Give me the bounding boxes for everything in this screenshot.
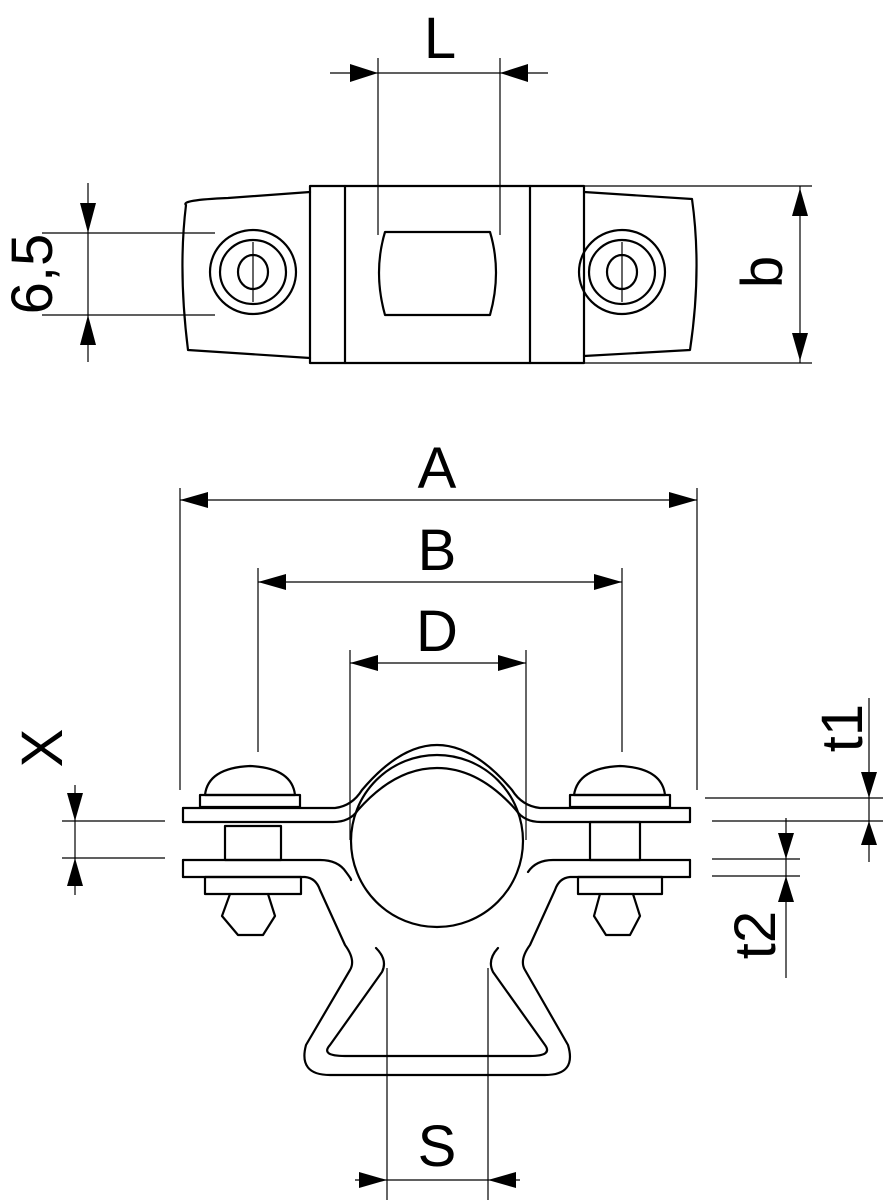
label-A: A — [418, 436, 457, 501]
label-t2: t2 — [723, 911, 788, 959]
label-t1: t1 — [810, 704, 875, 752]
label-D: D — [416, 599, 458, 664]
dimension-b: b — [584, 185, 812, 364]
top-view-part — [0, 170, 883, 380]
dimension-X: X — [10, 729, 165, 895]
dimension-D: D — [349, 599, 527, 840]
dimension-t2: t2 — [712, 818, 800, 978]
dimension-hole-spacing: 6,5 — [0, 183, 215, 362]
label-b: b — [730, 256, 795, 288]
dimension-B: B — [257, 518, 623, 752]
dimension-L: L — [330, 6, 548, 235]
dimension-A: A — [179, 436, 698, 790]
label-X: X — [10, 729, 75, 768]
dimension-S: S — [355, 968, 520, 1200]
front-view — [181, 743, 692, 1077]
label-S: S — [418, 1114, 457, 1179]
label-hole-spacing: 6,5 — [0, 234, 65, 315]
label-B: B — [418, 518, 457, 583]
dimension-t1: t1 — [705, 698, 883, 862]
label-L: L — [424, 6, 456, 71]
